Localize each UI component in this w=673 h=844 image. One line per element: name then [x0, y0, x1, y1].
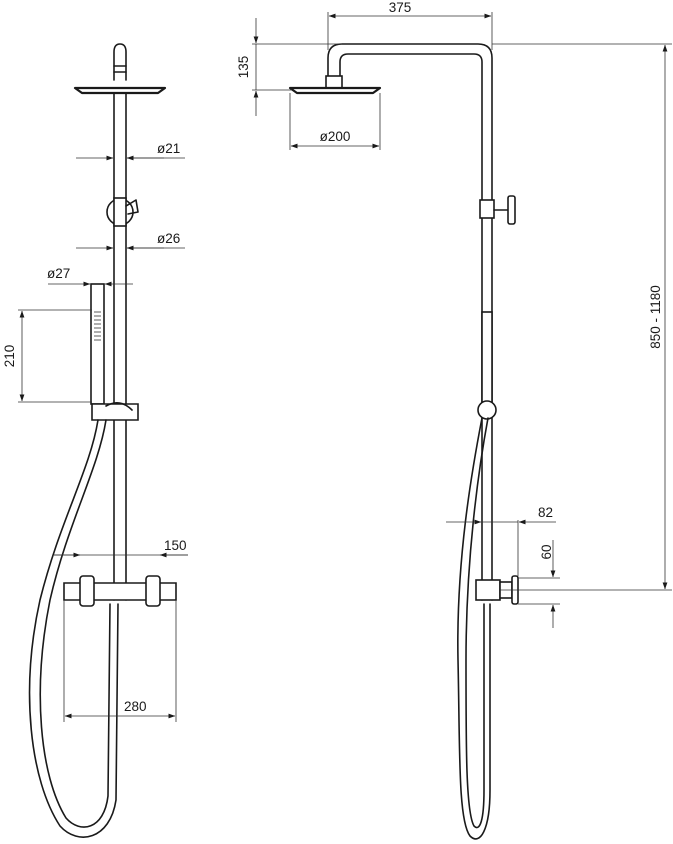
front-hose-outer — [28, 419, 119, 838]
dim-pipe-diameter: ø21 — [157, 141, 180, 156]
dim-outlet-height: 60 — [539, 544, 554, 559]
side-slide-holder — [477, 400, 497, 420]
front-diverter-body — [113, 197, 127, 227]
front-mixer-knob-left — [79, 575, 95, 607]
side-diverter-body — [479, 199, 495, 219]
dim-head-diameter: ø200 — [320, 129, 351, 144]
side-diverter-knob — [507, 195, 516, 225]
front-slide-holder — [91, 403, 139, 421]
front-diverter-lever — [125, 199, 139, 215]
dim-mixer-width: 280 — [124, 699, 147, 714]
dim-hand-shower-diameter: ø27 — [47, 266, 70, 281]
dim-head-drop: 135 — [236, 56, 251, 79]
front-hand-shower — [90, 283, 105, 405]
dim-holder-diameter: ø26 — [157, 231, 180, 246]
front-head-plate — [73, 86, 167, 95]
side-hose-inner — [465, 417, 489, 829]
side-head-connector — [325, 75, 343, 89]
side-dimensions: 375 135 ø200 850 - 1180 82 60 — [236, 0, 672, 628]
side-hand-shower — [481, 311, 493, 403]
front-dimensions: ø21 ø26 ø27 210 150 280 — [2, 141, 188, 722]
front-mixer-knob-right — [145, 575, 161, 607]
dim-height-range: 850 - 1180 — [648, 285, 663, 349]
side-shower-arm-outer — [327, 43, 493, 601]
side-mixer-body — [475, 579, 501, 601]
side-head-plate — [288, 86, 382, 95]
front-hose-inner — [39, 419, 111, 828]
dim-outlet-offset: 82 — [538, 505, 553, 520]
side-shower-arm-inner — [339, 53, 483, 601]
dim-hand-shower-length: 210 — [2, 345, 17, 368]
dim-arm-reach: 375 — [389, 0, 412, 15]
front-head-connector — [113, 43, 127, 81]
dim-mixer-depth: 150 — [164, 538, 187, 553]
side-view — [288, 43, 519, 840]
front-view — [28, 43, 177, 838]
side-hose-outer — [457, 417, 491, 840]
